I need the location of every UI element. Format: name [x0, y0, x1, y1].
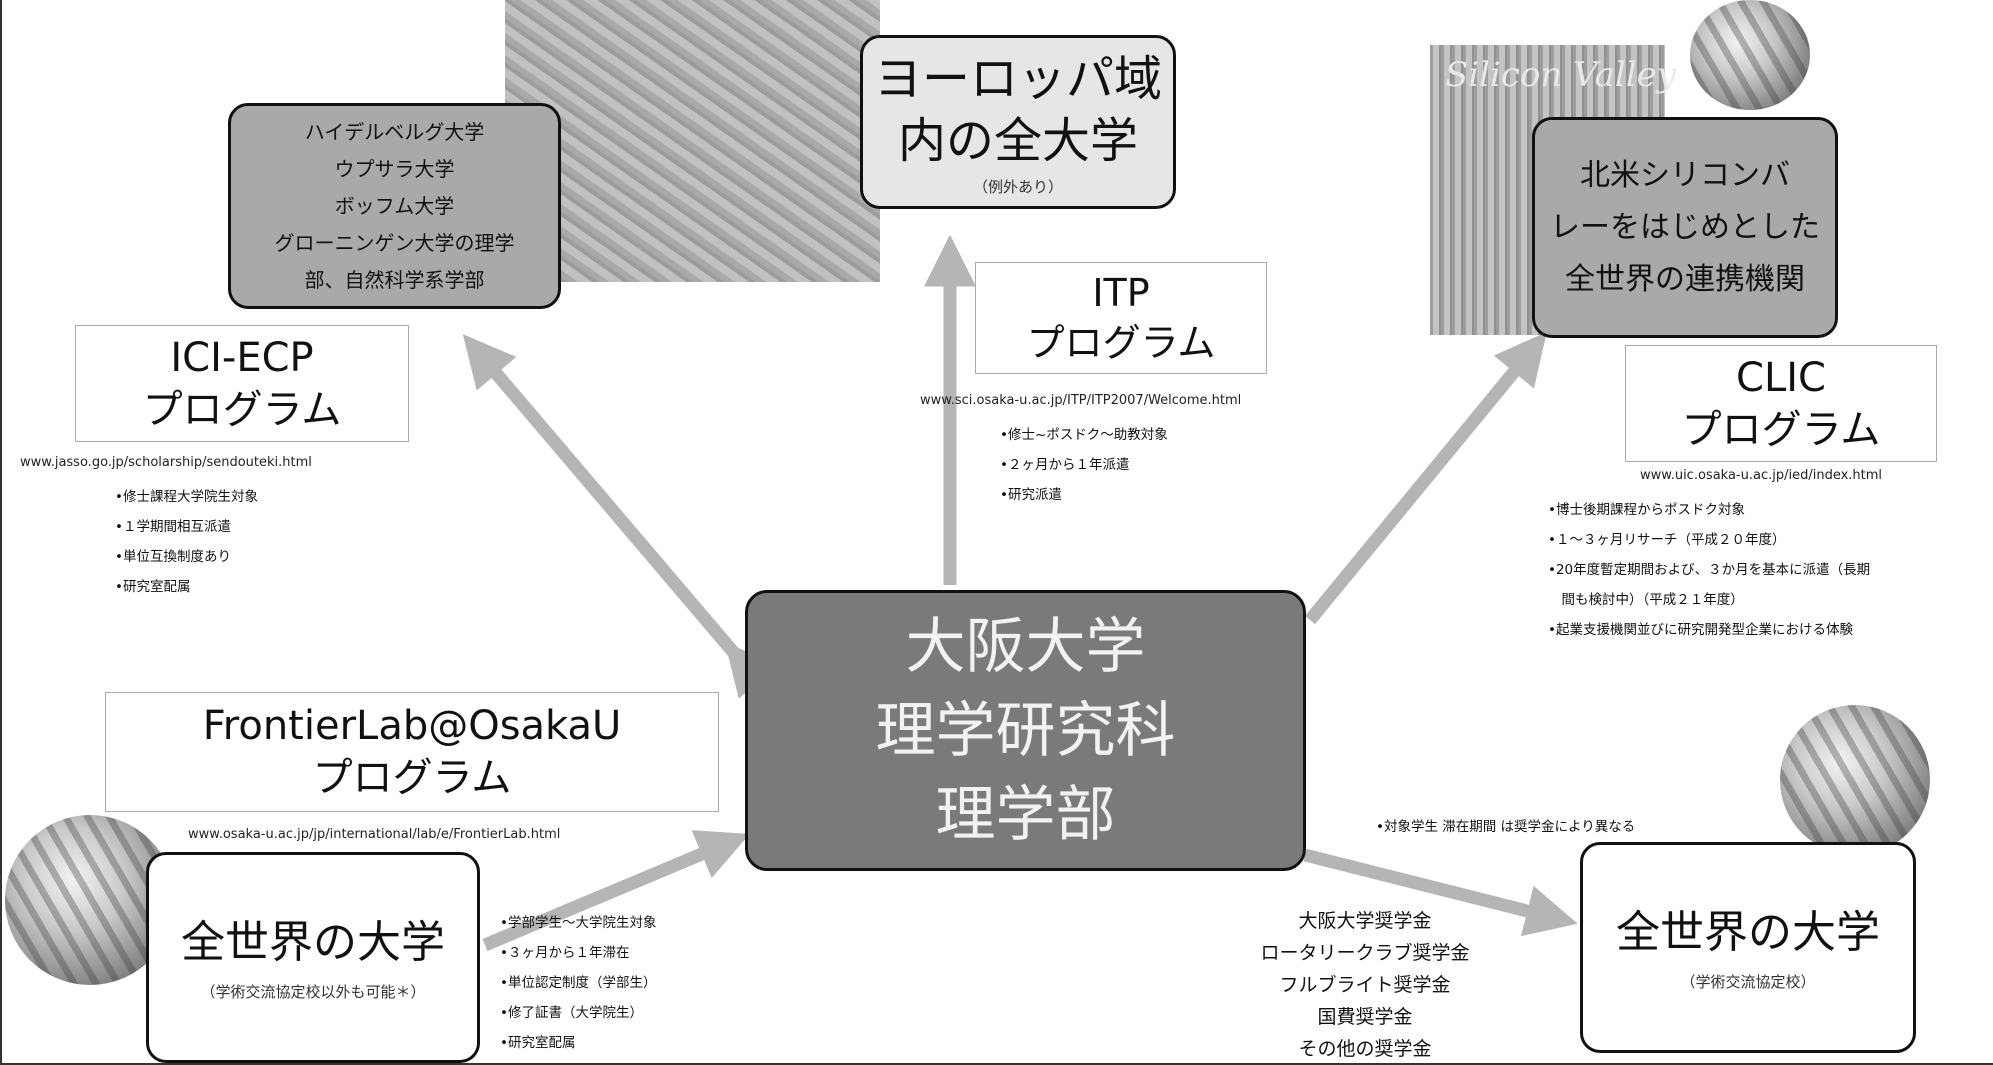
center-osaka-university-box: 大阪大学 理学研究科 理学部	[745, 590, 1306, 871]
ici-bullet-list: •修士課程大学院生対象 •１学期間相互派遣 •単位互換制度あり •研究室配属	[115, 482, 258, 602]
clic-title: CLIC	[1736, 354, 1826, 401]
itp-url[interactable]: www.sci.osaka-u.ac.jp/ITP/ITP2007/Welcom…	[920, 393, 1242, 408]
scholarship-destination-box: 全世界の大学 （学術交流協定校）	[1580, 842, 1916, 1053]
ici-dest-line: ハイデルベルグ大学	[304, 119, 485, 144]
list-item: •３ヶ月から１年滞在	[500, 945, 630, 961]
list-item: •研究派遣	[1000, 487, 1062, 503]
clic-dest-line: レーをはじめとした	[1550, 209, 1820, 245]
list-item: •学部学生〜大学院生対象	[500, 915, 657, 931]
itp-title-box: ITP プログラム	[975, 262, 1267, 374]
list-item: フルブライト奨学金	[1279, 974, 1451, 996]
frontier-destination-box: 全世界の大学 （学術交流協定校以外も可能＊）	[146, 852, 480, 1063]
frontierlab-title-box: FrontierLab@OsakaU プログラム	[105, 692, 719, 812]
list-item: •20年度暫定期間および、３か月を基本に派遣（長期	[1548, 562, 1871, 578]
scholarship-dest-title: 全世界の大学	[1616, 907, 1880, 958]
list-item: •修士課程大学院生対象	[115, 489, 258, 505]
list-item: •博士後期課程からポスドク対象	[1548, 502, 1745, 518]
list-item: •１学期間相互派遣	[115, 519, 231, 535]
clic-url[interactable]: www.uic.osaka-u.ac.jp/ied/index.html	[1640, 468, 1883, 483]
arrow-from-frontier	[482, 830, 750, 951]
list-item: •修士~ポスドク〜助教対象	[1000, 427, 1168, 443]
itp-title: ITP	[1092, 271, 1150, 315]
arrow-to-scholar-dest	[1303, 848, 1578, 937]
frontier-title: FrontierLab@OsakaU	[202, 703, 622, 749]
ici-dest-line: 部、自然科学系学部	[304, 267, 485, 292]
list-item: 間も検討中）（平成２１年度）	[1548, 592, 1744, 608]
ici-title: ICI-ECP	[170, 334, 314, 381]
frontier-dest-title: 全世界の大学	[181, 917, 445, 968]
europe-map-photo	[505, 0, 880, 282]
ici-dest-line: グローニンゲン大学の理学	[274, 230, 515, 255]
list-item: その他の奨学金	[1298, 1038, 1432, 1060]
clic-destination-box: 北米シリコンバ レーをはじめとした 全世界の連携機関	[1532, 117, 1838, 338]
frontier-bullet-list: •学部学生〜大学院生対象 •３ヶ月から１年滞在 •単位認定制度（学部生） •修了…	[500, 908, 656, 1058]
ici-dest-line: ボッフム大学	[334, 193, 455, 218]
list-item: •２ヶ月から１年派遣	[1000, 457, 1130, 473]
list-item: ロータリークラブ奨学金	[1260, 942, 1470, 964]
clic-title-sub: プログラム	[1681, 406, 1881, 453]
itp-dest-line: ヨーロッパ域	[873, 50, 1162, 107]
center-line-university: 大阪大学	[905, 611, 1146, 682]
list-item: 国費奨学金	[1317, 1006, 1413, 1028]
list-item: •修了証書（大学院生）	[500, 1005, 643, 1021]
clic-title-box: CLIC プログラム	[1625, 345, 1937, 462]
frame-border-left	[0, 0, 2, 1065]
itp-dest-note: （例外あり）	[972, 177, 1063, 196]
frame-border-bottom	[0, 1063, 1993, 1065]
clic-dest-line: 全世界の連携機関	[1565, 261, 1805, 297]
list-item: •単位認定制度（学部生）	[500, 975, 657, 991]
itp-title-sub: プログラム	[1026, 321, 1216, 365]
arrow-to-ici-dest	[462, 334, 779, 699]
scholarship-note: •対象学生 滞在期間 は奨学金により異なる	[1376, 819, 1636, 835]
list-item: 大阪大学奨学金	[1298, 910, 1432, 932]
frontier-url[interactable]: www.osaka-u.ac.jp/jp/international/lab/e…	[188, 827, 561, 842]
list-item: •１〜３ヶ月リサーチ（平成２０年度）	[1548, 532, 1786, 548]
ici-url[interactable]: www.jasso.go.jp/scholarship/sendouteki.h…	[20, 455, 312, 470]
arrow-to-clic-dest	[1304, 331, 1547, 625]
itp-bullet-list: •修士~ポスドク〜助教対象 •２ヶ月から１年派遣 •研究派遣	[1000, 420, 1168, 510]
center-line-graduate-school: 理学研究科	[875, 695, 1176, 766]
center-line-faculty: 理学部	[935, 779, 1116, 850]
scholarship-list: 大阪大学奨学金 ロータリークラブ奨学金 フルブライト奨学金 国費奨学金 その他の…	[1235, 905, 1495, 1065]
frontier-title-sub: プログラム	[312, 755, 512, 801]
scholarship-dest-note: （学術交流協定校）	[1680, 973, 1816, 991]
ici-ecp-title-box: ICI-ECP プログラム	[75, 325, 409, 442]
ici-title-sub: プログラム	[142, 386, 342, 433]
globe-image-top-right	[1690, 0, 1810, 110]
list-item: •研究室配属	[500, 1035, 576, 1051]
clic-bullet-list: •博士後期課程からポスドク対象 •１〜３ヶ月リサーチ（平成２０年度） •20年度…	[1548, 495, 1870, 645]
itp-dest-line: 内の全大学	[897, 112, 1138, 169]
clic-dest-line: 北米シリコンバ	[1580, 157, 1790, 193]
globe-image-bottom-right	[1780, 705, 1930, 855]
ici-dest-line: ウプサラ大学	[334, 156, 455, 181]
itp-destination-box: ヨーロッパ域 内の全大学 （例外あり）	[860, 35, 1176, 209]
silicon-valley-caption: Silicon Valley	[1445, 55, 1676, 95]
list-item: •起業支援機関並びに研究開発型企業における体験	[1548, 622, 1853, 638]
frontier-dest-note: （学術交流協定校以外も可能＊）	[200, 983, 426, 1001]
ici-destination-box: ハイデルベルグ大学 ウプサラ大学 ボッフム大学 グローニンゲン大学の理学 部、自…	[228, 103, 561, 309]
list-item: •研究室配属	[115, 579, 191, 595]
list-item: •単位互換制度あり	[115, 549, 231, 565]
